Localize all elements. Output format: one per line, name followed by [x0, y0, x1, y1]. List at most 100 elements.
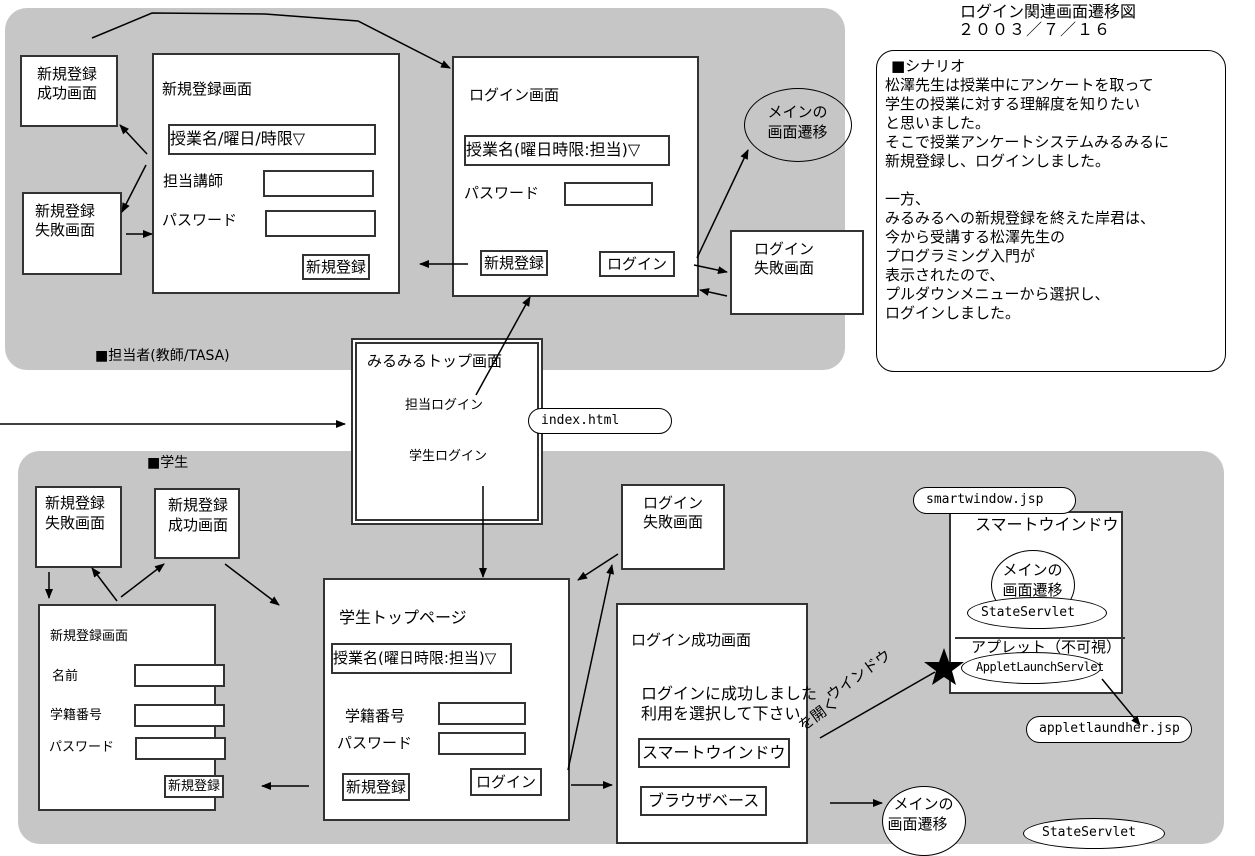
student-register-screen: 新規登録画面 名前 学籍番号 パスワード 新規登録	[38, 604, 226, 811]
student-id-input[interactable]	[438, 702, 526, 725]
applet-label: アプレット（不可視）	[971, 638, 1122, 656]
register-button[interactable]: 新規登録	[342, 773, 411, 801]
diagram-date: ２００３／７／１６	[958, 20, 1112, 39]
ellipse-label: 画面遷移	[1002, 581, 1063, 599]
login-button[interactable]: ログイン	[599, 251, 676, 277]
browser-state-servlet: StateServlet	[1023, 818, 1165, 849]
teacher-register-success-screen[interactable]: 新規登録 成功画面	[20, 55, 118, 127]
scenario-line: 学生の授業に対する理解度を知りたい	[885, 95, 1141, 113]
login-success-screen: ログイン成功画面 ログインに成功しました 利用を選択して下さい スマートウインド…	[616, 603, 817, 844]
student-id-label: 学籍番号	[50, 708, 103, 723]
screen-title: みるみるトップ画面	[367, 352, 503, 370]
scenario-line	[885, 171, 1225, 190]
screen-label: ログイン	[643, 494, 704, 512]
screen-label: 失敗画面	[35, 221, 96, 239]
register-button[interactable]: 新規登録	[480, 250, 549, 276]
smart-window-title: スマートウインドウ	[975, 515, 1119, 534]
scenario-line: そこで授業アンケートシステムみるみるに	[885, 133, 1169, 151]
name-label: 名前	[52, 669, 79, 684]
scenario-line: プログラミング入門が	[885, 247, 1036, 265]
scenario-line: と思いました。	[885, 114, 991, 132]
browser-main-transition: メインの 画面遷移	[882, 786, 966, 856]
servlet-label: StateServlet	[981, 605, 1075, 620]
screen-title: 新規登録画面	[50, 629, 129, 644]
student-register-success-screen[interactable]: 新規登録 成功画面	[154, 488, 240, 559]
smart-window-screen: スマートウインドウ メインの 画面遷移 StateServlet アプレット（不…	[949, 511, 1125, 694]
teacher-register-failure-screen[interactable]: 新規登録 失敗画面	[22, 192, 122, 275]
register-button[interactable]: 新規登録	[302, 254, 371, 280]
screen-label: 成功画面	[168, 516, 229, 534]
teacher-section-label: ■担当者(教師/TASA)	[95, 348, 230, 364]
teacher-login-link[interactable]: 担当ログイン	[405, 398, 484, 413]
screen-label: 失敗画面	[643, 513, 704, 531]
teacher-login-screen: ログイン画面 授業名(曜日時限:担当)▽ パスワード 新規登録 ログイン	[452, 56, 699, 297]
ellipse-label: メインの	[893, 795, 954, 813]
scenario-heading: ■シナリオ	[891, 57, 966, 75]
password-input[interactable]	[564, 182, 653, 206]
password-label: パスワード	[49, 740, 115, 755]
screen-label: 新規登録	[45, 494, 106, 512]
course-select[interactable]: 授業名(曜日時限:担当)▽	[464, 135, 670, 166]
servlet-label: AppletLaunchServlet	[976, 660, 1104, 674]
screen-title: 学生トップページ	[339, 608, 467, 627]
screen-label: 失敗画面	[45, 514, 106, 532]
password-label: パスワード	[337, 734, 413, 752]
teacher-main-transition: メインの 画面遷移	[744, 88, 852, 162]
course-select[interactable]: 授業名/曜日/時限▽	[168, 124, 376, 155]
student-top-page: 学生トップページ 授業名(曜日時限:担当)▽ 学籍番号 パスワード 新規登録 ロ…	[323, 578, 570, 821]
password-label: パスワード	[464, 184, 540, 202]
ellipse-label: メインの	[767, 103, 828, 121]
ellipse-label: メインの	[1002, 561, 1063, 579]
mirumiru-top-screen: みるみるトップ画面 担当ログイン 学生ログイン	[351, 338, 543, 525]
scenario-line: 松澤先生は授業中にアンケートを取って	[885, 76, 1154, 94]
teacher-section-panel	[5, 8, 845, 370]
success-message: ログインに成功しました	[641, 684, 818, 703]
password-label: パスワード	[162, 211, 238, 229]
student-id-label: 学籍番号	[345, 707, 406, 725]
state-servlet: StateServlet	[967, 597, 1107, 629]
smart-window-button[interactable]: スマートウインドウ	[638, 738, 790, 768]
scenario-line: ログインしました。	[885, 304, 1021, 322]
teacher-register-screen: 新規登録画面 授業名/曜日/時限▽ 担当講師 パスワード 新規登録	[152, 53, 400, 294]
applet-launch-servlet: AppletLaunchServlet	[961, 652, 1104, 684]
screen-title: ログイン画面	[469, 86, 560, 104]
screen-title: 新規登録画面	[162, 80, 253, 98]
diagram-title: ログイン関連画面遷移図	[960, 2, 1137, 21]
applet-launcher-file-label: appletlaundher.jsp	[1026, 716, 1192, 743]
instructor-label: 担当講師	[163, 172, 224, 190]
student-login-failure-screen[interactable]: ログイン 失敗画面	[621, 484, 725, 570]
screen-label: ログイン	[754, 240, 815, 258]
screen-label: 新規登録	[35, 202, 96, 220]
browser-base-button[interactable]: ブラウザベース	[640, 786, 768, 816]
scenario-box: ■シナリオ 松澤先生は授業中にアンケートを取って 学生の授業に対する理解度を知り…	[876, 50, 1226, 372]
scenario-line: プルダウンメニューから選択し、	[885, 285, 1110, 303]
student-register-failure-screen[interactable]: 新規登録 失敗画面	[35, 486, 122, 568]
scenario-line: 一方、	[885, 190, 931, 208]
screen-label: 失敗画面	[754, 259, 815, 277]
scenario-line: 表示されたので、	[885, 266, 1005, 284]
password-input[interactable]	[135, 737, 226, 760]
screen-label: 成功画面	[37, 84, 98, 102]
teacher-login-failure-screen[interactable]: ログイン 失敗画面	[730, 230, 864, 315]
index-file-label: index.html	[528, 408, 672, 434]
name-input[interactable]	[134, 664, 225, 687]
scenario-line: みるみるへの新規登録を終えた岸君は、	[885, 209, 1156, 227]
ellipse-label: 画面遷移	[887, 815, 948, 833]
course-select[interactable]: 授業名(曜日時限:担当)▽	[331, 643, 512, 674]
select-usage-message: 利用を選択して下さい	[641, 704, 801, 723]
instructor-input[interactable]	[263, 170, 374, 197]
applet-divider	[955, 637, 1125, 639]
register-button[interactable]: 新規登録	[164, 775, 225, 798]
student-section-label: ■学生	[147, 455, 189, 471]
servlet-label: StateServlet	[1042, 825, 1136, 840]
password-input[interactable]	[438, 732, 526, 755]
scenario-line: 今から受講する松澤先生の	[885, 228, 1066, 246]
student-id-input[interactable]	[134, 704, 225, 727]
login-button[interactable]: ログイン	[470, 768, 543, 796]
screen-label: 新規登録	[168, 496, 229, 514]
screen-title: ログイン成功画面	[631, 631, 752, 649]
screen-label: 新規登録	[37, 65, 98, 83]
password-input[interactable]	[265, 210, 376, 237]
smartwindow-file-label: smartwindow.jsp	[913, 487, 1076, 514]
student-login-link[interactable]: 学生ログイン	[409, 449, 488, 464]
